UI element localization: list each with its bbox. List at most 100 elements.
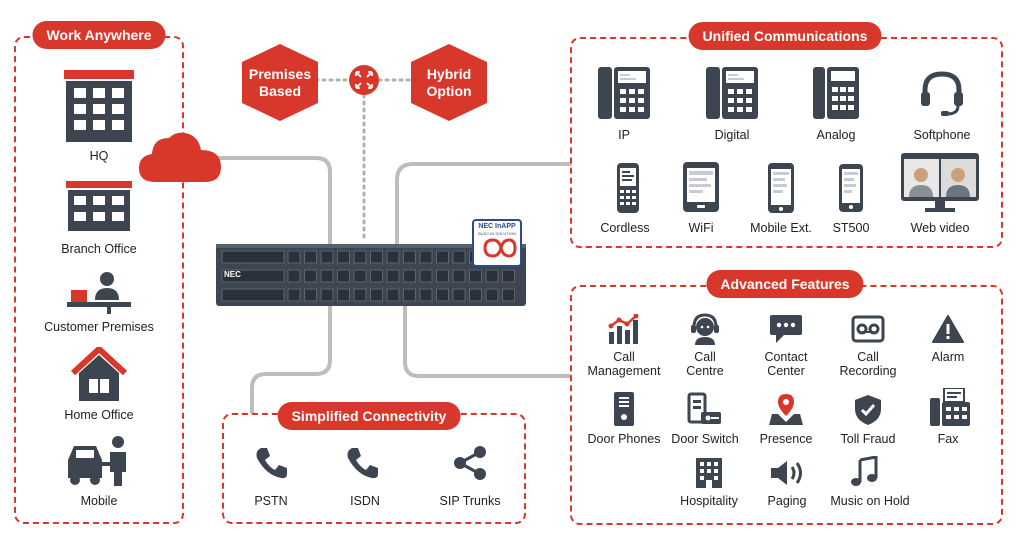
server-port — [337, 288, 350, 302]
server-port — [502, 288, 515, 302]
af-label-door-phones: Door Phones — [587, 432, 661, 446]
server-port — [419, 288, 433, 302]
desk-phone-icon — [813, 67, 859, 119]
af-label-door-switch: Door Switch — [671, 432, 739, 446]
sc-label-pstn: PSTN — [254, 494, 288, 508]
work-anywhere-title: Work Anywhere — [32, 21, 166, 49]
desk-phone-icon — [598, 67, 650, 119]
customer-desk-icon — [67, 272, 131, 314]
car-person-icon — [68, 436, 126, 486]
af-label-toll-fraud: Toll Fraud — [840, 432, 896, 446]
cloud-icon — [139, 132, 221, 182]
premises-hexagon — [242, 44, 318, 121]
server-port — [469, 288, 482, 302]
server-port — [370, 269, 383, 283]
server-port — [436, 250, 449, 264]
server-port — [337, 269, 350, 283]
server-port — [353, 288, 367, 302]
uc-label-softphone: Softphone — [913, 128, 971, 142]
server-port — [386, 288, 400, 302]
inapp-logo-icon — [483, 238, 517, 258]
server-port — [452, 288, 466, 302]
connector-server-uc — [395, 162, 572, 246]
server-port — [452, 250, 466, 264]
connector-server-sc — [250, 302, 332, 414]
af-label-call-management: Call Management — [587, 350, 661, 378]
agent-icon — [691, 313, 719, 345]
hybrid-hexagon — [411, 44, 487, 121]
expand-icon — [355, 71, 373, 89]
server-port — [403, 288, 416, 302]
branch-building-icon — [66, 181, 132, 231]
af-label-presence: Presence — [759, 432, 813, 446]
connector-cloud-server — [216, 156, 332, 246]
voicemail-icon — [851, 315, 885, 343]
server-port — [320, 288, 334, 302]
af-label-call-centre: Call Centre — [686, 350, 724, 378]
alarm-icon — [932, 315, 964, 343]
wifi-phone-icon — [683, 162, 719, 212]
desk-phone-icon — [706, 67, 758, 119]
server-port — [403, 250, 416, 264]
chat-icon — [770, 315, 802, 343]
server-port — [485, 288, 499, 302]
server-port — [469, 269, 482, 283]
work-item-label-mobile: Mobile — [80, 494, 118, 508]
server-port — [502, 269, 515, 283]
uc-label-st500: ST500 — [832, 221, 870, 235]
headset-icon — [921, 71, 963, 116]
af-label-call-recording: Call Recording — [839, 350, 897, 378]
server-brand: NEC — [224, 270, 241, 279]
server-port — [452, 269, 466, 283]
video-monitor-icon — [901, 153, 979, 212]
uc-label-cordless: Cordless — [600, 221, 650, 235]
server-port — [353, 250, 367, 264]
inapp-badge: NEC InAPP BUILT-IN SOLUTION — [472, 219, 522, 267]
uc-label-ip: IP — [618, 128, 630, 142]
server-port — [337, 250, 350, 264]
sc-label-sip-trunks: SIP Trunks — [439, 494, 501, 508]
work-item-label-customer: Customer Premises — [44, 320, 154, 334]
work-item-label-hq: HQ — [89, 149, 109, 163]
inapp-badge-subtitle: BUILT-IN SOLUTION — [478, 231, 516, 236]
connector-server-af — [403, 302, 572, 378]
hotel-icon — [696, 458, 722, 488]
work-item-label-home: Home Office — [64, 408, 134, 422]
uc-label-web-video: Web video — [910, 221, 970, 235]
phone-handset-icon — [347, 448, 378, 479]
server-port — [287, 269, 301, 283]
shield-icon — [855, 395, 881, 425]
house-icon — [71, 347, 127, 401]
sc-label-isdn: ISDN — [350, 494, 380, 508]
uc-label-digital: Digital — [714, 128, 750, 142]
af-label-paging: Paging — [767, 494, 807, 508]
server-port — [403, 269, 416, 283]
uc-label-wifi: WiFi — [688, 221, 714, 235]
af-label-contact-center: Contact Center — [764, 350, 808, 378]
mobile-phone-icon — [768, 163, 794, 213]
server-port — [287, 288, 301, 302]
door-switch-icon — [687, 392, 721, 424]
unified-communications-title: Unified Communications — [688, 22, 882, 50]
fax-icon — [930, 388, 970, 426]
server-bay — [221, 288, 285, 302]
server-port — [304, 288, 317, 302]
server-port — [320, 250, 334, 264]
server-bay — [221, 269, 285, 283]
chart-icon — [608, 314, 639, 344]
inapp-badge-title: NEC InAPP — [478, 223, 516, 230]
af-label-alarm: Alarm — [931, 350, 965, 364]
server-port — [485, 269, 499, 283]
work-item-label-branch: Branch Office — [61, 242, 137, 256]
cordless-phone-icon — [617, 163, 639, 213]
speaker-icon — [771, 461, 802, 485]
server-port — [304, 269, 317, 283]
server-port — [370, 250, 383, 264]
advanced-features-title: Advanced Features — [706, 270, 864, 298]
server-port — [320, 269, 334, 283]
af-label-fax: Fax — [937, 432, 959, 446]
hybrid-option-label: Hybrid Option — [426, 66, 472, 99]
server-port — [304, 250, 317, 264]
simplified-connectivity-title: Simplified Connectivity — [277, 402, 461, 430]
